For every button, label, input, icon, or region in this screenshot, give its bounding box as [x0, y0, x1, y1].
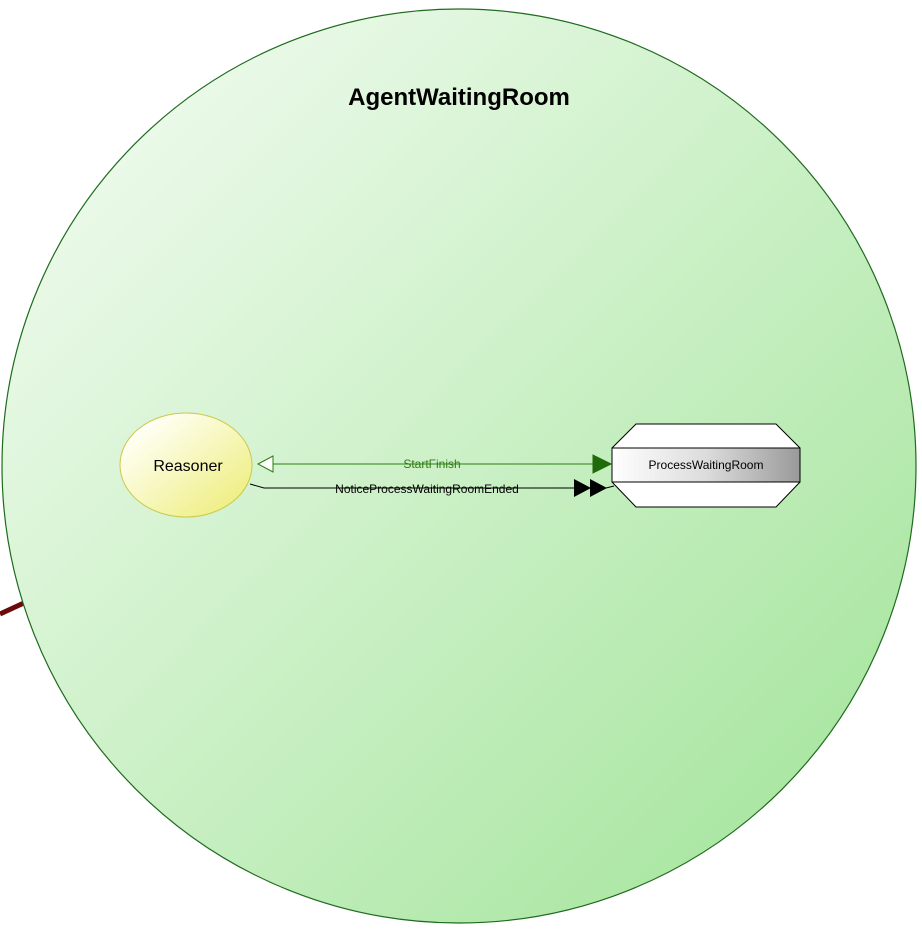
notice-ended-tail [605, 485, 615, 489]
start-finish-label: StartFinish [403, 457, 460, 471]
container-circle[interactable] [1, 8, 917, 924]
reasoner-ellipse[interactable] [119, 412, 253, 518]
container-title: AgentWaitingRoom [348, 84, 570, 111]
notice-ended-line[interactable] [249, 483, 574, 489]
process-waiting-room-node[interactable]: ProcessWaitingRoom [611, 423, 801, 508]
notice-ended-arrowhead-2 [590, 479, 607, 497]
notice-ended-arrowhead-1 [574, 479, 591, 497]
reasoner-node[interactable]: Reasoner [119, 412, 253, 518]
notice-ended-label: NoticeProcessWaitingRoomEnded [335, 482, 519, 496]
external-link-line[interactable] [0, 599, 28, 617]
edge-notice-ended[interactable]: NoticeProcessWaitingRoomEnded [249, 479, 615, 497]
start-finish-source-arrowhead [256, 455, 274, 473]
process-band [611, 447, 801, 483]
process-label: ProcessWaitingRoom [649, 458, 764, 472]
reasoner-label: Reasoner [153, 458, 223, 475]
start-finish-target-arrowhead [592, 454, 613, 474]
agent-waiting-room-container[interactable]: AgentWaitingRoom [1, 8, 917, 924]
edge-start-finish[interactable]: StartFinish [256, 454, 613, 474]
